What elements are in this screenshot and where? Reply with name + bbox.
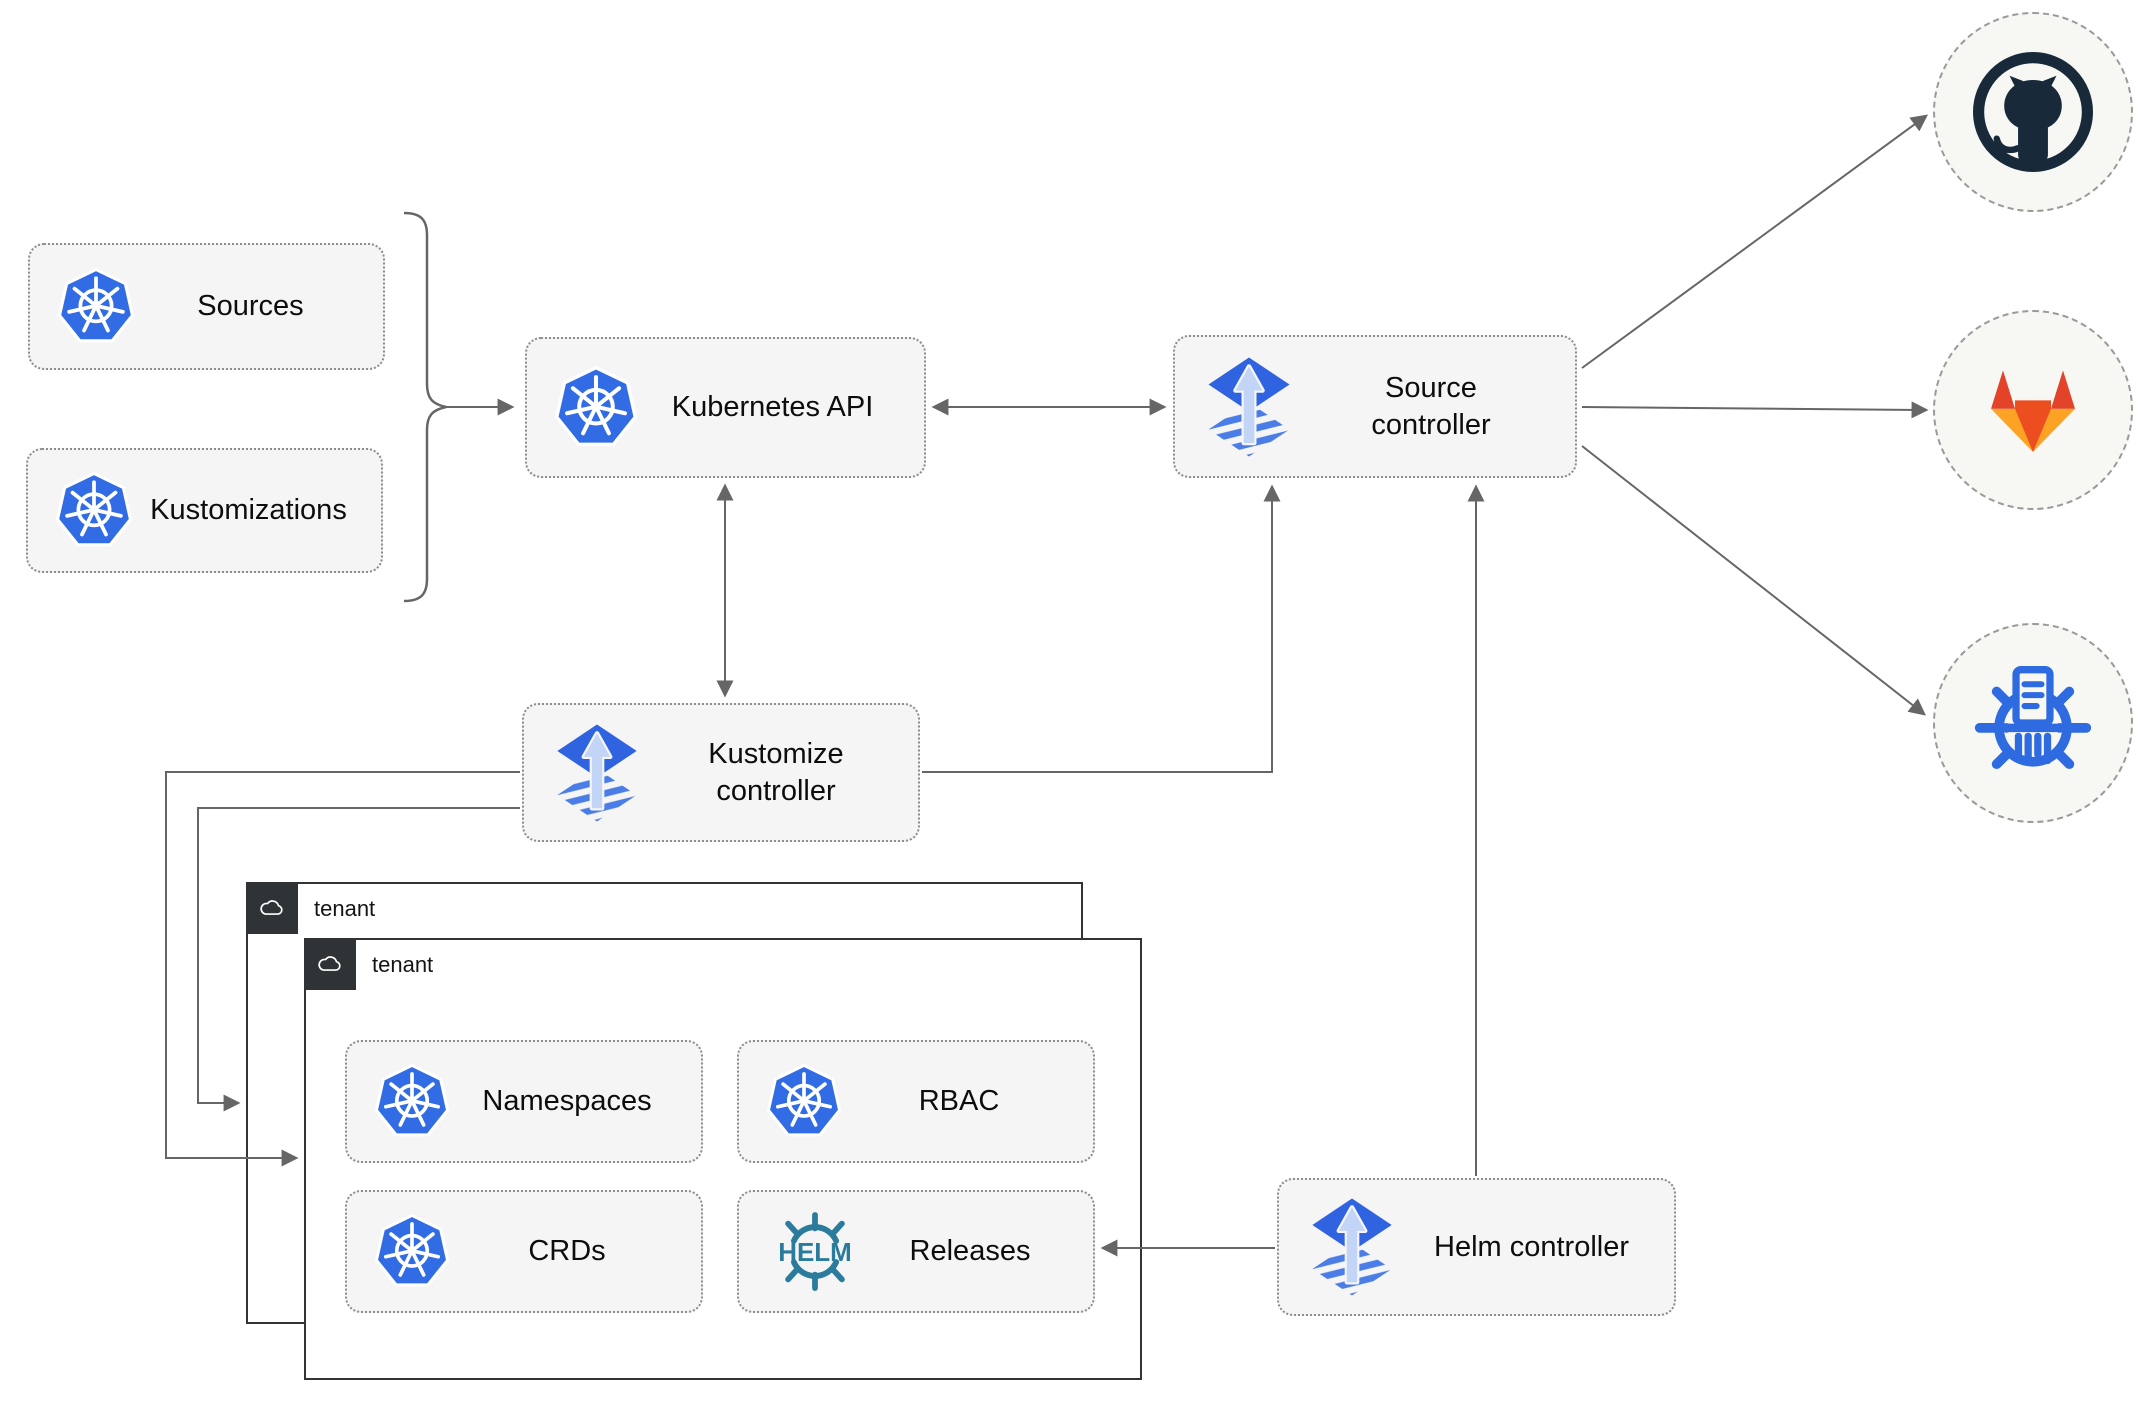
helm-logo-text: HELM	[778, 1237, 852, 1267]
kubernetes-icon	[373, 1213, 451, 1291]
node-helm-controller: Helm controller	[1277, 1178, 1676, 1316]
kubernetes-icon	[765, 1063, 843, 1141]
node-label: Namespaces	[482, 1085, 652, 1118]
kubernetes-icon	[56, 267, 136, 347]
node-releases: HELM Releases	[737, 1190, 1095, 1313]
node-kustomize-controller: Kustomize controller	[522, 703, 920, 842]
gitlab-repository-circle	[1933, 310, 2133, 510]
brace-sources-group	[403, 211, 447, 603]
node-label: CRDs	[528, 1235, 606, 1268]
node-crds: CRDs	[345, 1190, 703, 1313]
gitlab-tanuki-icon	[1991, 370, 2075, 452]
github-repository-circle	[1933, 12, 2133, 212]
kubernetes-icon	[553, 365, 639, 451]
node-label: Helm controller	[1434, 1230, 1629, 1263]
flux-icon	[1305, 1194, 1399, 1300]
chart-repository-circle	[1933, 623, 2133, 823]
flux-icon	[550, 720, 644, 826]
tenant-label: tenant	[372, 952, 434, 977]
edge-source-to-gitlab	[1581, 401, 1929, 419]
helm-wheel-icon: HELM	[765, 1209, 865, 1294]
cloud-badge	[303, 937, 356, 990]
node-label: Source controller	[1371, 372, 1491, 441]
node-label: Sources	[197, 290, 304, 323]
chartmuseum-icon	[1974, 666, 2092, 770]
github-octocat-icon	[1973, 52, 2093, 172]
edge-kustomize-to-source-controller	[922, 484, 1281, 773]
node-sources: Sources	[28, 243, 385, 370]
kubernetes-icon	[373, 1063, 451, 1141]
node-label: Releases	[909, 1235, 1031, 1268]
node-namespaces: Namespaces	[345, 1040, 703, 1163]
node-source-controller: Source controller	[1173, 335, 1577, 478]
cloud-icon	[317, 956, 341, 971]
node-label: RBAC	[918, 1085, 1000, 1118]
tenant-label: tenant	[314, 896, 376, 921]
edge-source-to-github	[1581, 114, 1929, 369]
node-kustomizations: Kustomizations	[26, 448, 383, 573]
node-kubernetes-api: Kubernetes API	[525, 337, 926, 478]
node-rbac: RBAC	[737, 1040, 1095, 1163]
kubernetes-icon	[54, 471, 134, 551]
cloud-icon	[259, 900, 283, 915]
node-label: Kustomizations	[150, 494, 347, 527]
cloud-badge	[245, 881, 298, 934]
node-label: Kubernetes API	[671, 391, 874, 424]
flux-icon	[1201, 353, 1297, 461]
node-label: Kustomize controller	[708, 738, 844, 807]
edge-source-to-chart-repository	[1581, 445, 1927, 716]
